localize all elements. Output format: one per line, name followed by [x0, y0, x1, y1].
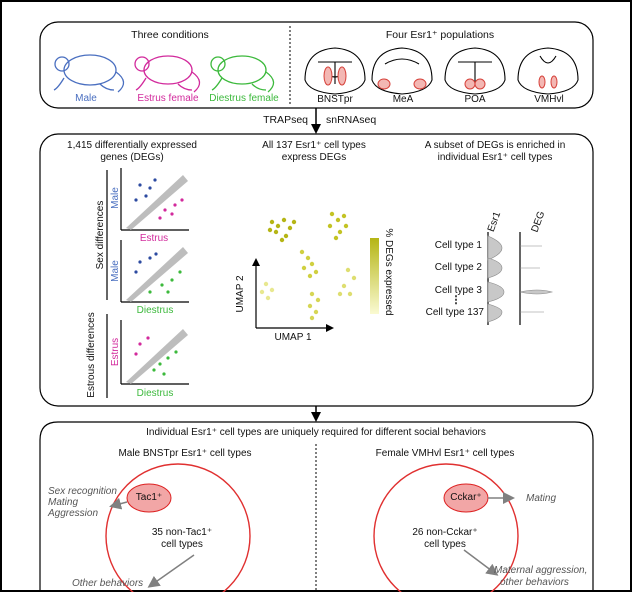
mouse-icon-estrus: [134, 55, 201, 93]
panel3-title: Individual Esr1⁺ cell types are uniquely…: [146, 427, 486, 438]
scatter3-xlabel: Diestrus: [136, 388, 174, 399]
col1-title-line1: 1,415 differentially expressed: [67, 140, 197, 151]
scatter2-ylabel: Male: [110, 260, 121, 282]
behavior-aggression: Aggression: [48, 508, 99, 519]
scatter1-ylabel: Male: [110, 187, 121, 209]
colorbar-label: % DEGs expressed: [383, 228, 394, 316]
cell-type-3: Cell type 3: [434, 285, 482, 296]
col3-title-line2: individual Esr1⁺ cell types: [437, 152, 553, 163]
tac1-ellipse: [126, 483, 172, 513]
estrous-differences-label: Estrous differences: [86, 312, 97, 398]
non-tac1-line1: 35 non-Tac1⁺: [151, 527, 213, 538]
tac1-label: Tac1⁺: [135, 492, 163, 503]
method-trapseq: TRAPseq: [263, 114, 308, 126]
scatter3-ylabel: Estrus: [110, 337, 121, 367]
brain-section-vmhvl: [517, 47, 579, 95]
arrow-tac1: [109, 497, 128, 510]
cckar-label: Cckar⁺: [450, 492, 482, 503]
panel-behaviors: [39, 421, 594, 592]
behavior-sex-recognition: Sex recognition: [48, 486, 117, 497]
circle-vmhvl: [373, 463, 519, 592]
sex-differences-label: Sex differences: [95, 200, 106, 270]
umap-ylabel: UMAP 2: [235, 275, 246, 313]
scatter2-xlabel: Diestrus: [136, 305, 174, 316]
cell-type-2: Cell type 2: [434, 262, 482, 273]
brain-section-poa: [444, 47, 506, 95]
brain-section-bnstpr: [304, 47, 366, 95]
other-behaviors-right-line2: other behaviors: [500, 577, 569, 588]
cell-type-ellipsis: ⋮: [450, 294, 462, 306]
cell-type-1: Cell type 1: [434, 240, 482, 251]
circle-bnstpr: [105, 463, 251, 592]
brain-section-mea: [371, 47, 433, 95]
label-poa: POA: [464, 94, 486, 105]
cell-type-137: Cell type 137: [425, 307, 484, 318]
other-behaviors-left: Other behaviors: [72, 578, 144, 589]
mouse-icon-male: [53, 54, 125, 93]
behavior-mating-right: Mating: [526, 493, 557, 504]
umap-plot: [252, 211, 357, 332]
scatter-3: [120, 320, 189, 385]
violins: [487, 235, 554, 323]
right-subtitle: Female VMHvl Esr1⁺ cell types: [375, 448, 515, 459]
label-vmhvl: VMHvl: [534, 94, 564, 105]
behavior-mating-left: Mating: [48, 497, 79, 508]
non-cckar-line2: cell types: [424, 539, 466, 550]
non-cckar-line1: 26 non-Cckar⁺: [412, 527, 478, 538]
method-snrnaseq: snRNAseq: [326, 114, 377, 126]
arrow-non-tac1: [147, 554, 195, 588]
label-diestrus: Diestrus female: [209, 93, 279, 104]
label-bnstpr: BNSTpr: [317, 94, 353, 105]
other-behaviors-right-line1: Maternal aggression,: [494, 565, 588, 576]
non-tac1-line2: cell types: [161, 539, 203, 550]
scatter-2: [120, 240, 189, 303]
arrow-non-cckar: [463, 549, 499, 576]
arrow-2-head: [311, 412, 321, 422]
conditions-title: Three conditions: [131, 29, 209, 41]
label-estrus: Estrus female: [137, 93, 199, 104]
left-subtitle: Male BNSTpr Esr1⁺ cell types: [118, 448, 252, 459]
scatter-1: [120, 168, 189, 231]
col2-title-line1: All 137 Esr1⁺ cell types: [262, 140, 366, 151]
arrow-1-head: [311, 124, 321, 134]
col3-title-line1: A subset of DEGs is enriched in: [424, 140, 566, 151]
mouse-icon-diestrus: [210, 55, 275, 93]
umap-xlabel: UMAP 1: [274, 332, 312, 343]
label-mea: MeA: [392, 94, 414, 105]
label-male: Male: [75, 93, 97, 104]
colorbar: [370, 238, 379, 314]
populations-title: Four Esr1⁺ populations: [385, 29, 495, 41]
col1-title-line2: genes (DEGs): [100, 152, 164, 163]
col2-title-line2: express DEGs: [281, 152, 347, 163]
scatter1-xlabel: Estrus: [139, 233, 169, 244]
